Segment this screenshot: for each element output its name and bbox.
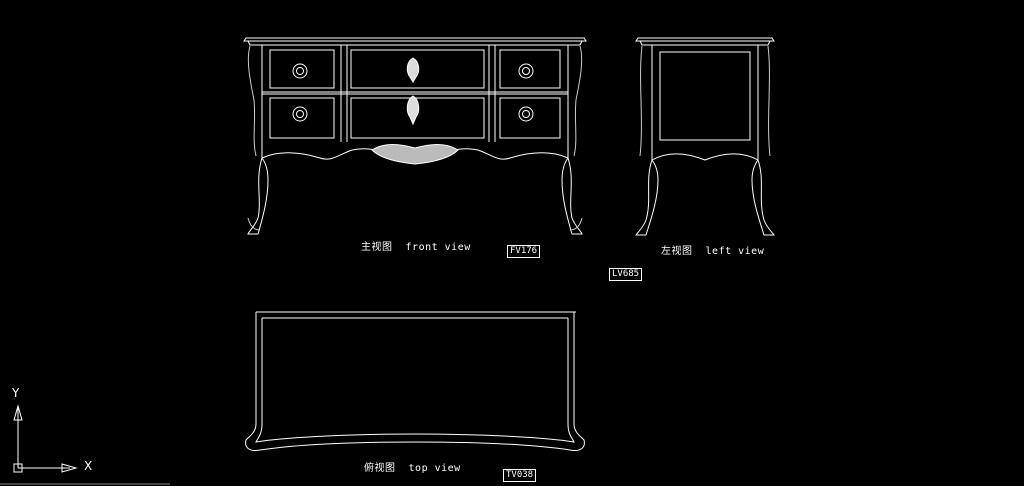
front-view-caption: 主视图 front view [361, 242, 471, 253]
left-view-drawing [635, 37, 775, 236]
y-axis-label: Y [12, 386, 20, 400]
front-view-tag[interactable]: FV176 [507, 245, 541, 258]
x-axis-label: X [84, 459, 93, 473]
ucs-axis-icon [13, 404, 78, 473]
front-view-drawing [243, 37, 587, 235]
top-view-drawing [245, 311, 585, 451]
left-view-tag[interactable]: LV685 [609, 268, 643, 281]
left-view-caption: 左视图 left view [661, 246, 765, 257]
top-view-tag[interactable]: TV038 [503, 469, 537, 482]
top-view-caption: 俯视图 top view [364, 463, 461, 474]
